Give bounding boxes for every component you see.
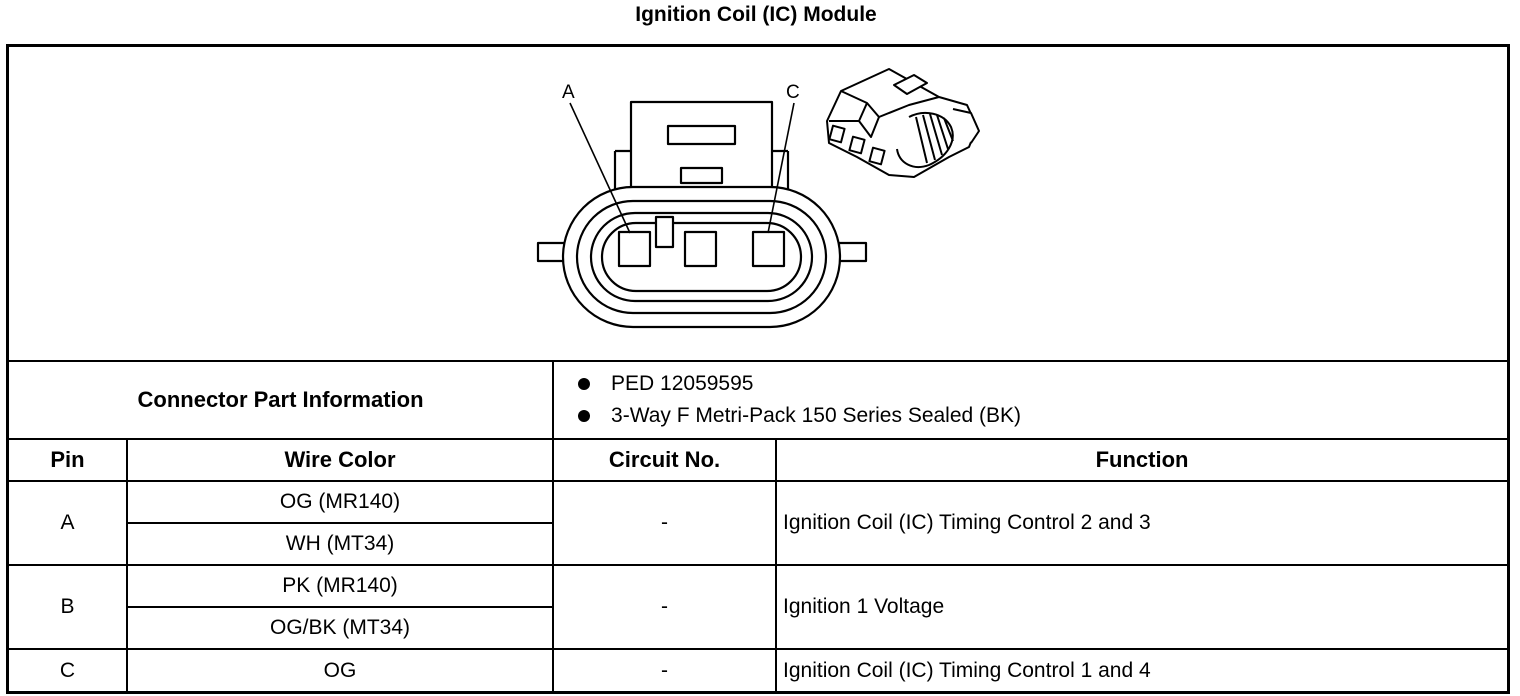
wire-color-cell: WH (MT34) — [127, 522, 554, 566]
table-row: C OG - Ignition Coil (IC) Timing Control… — [9, 648, 1508, 691]
wire-color-cell: PK (MR140) — [125, 564, 555, 608]
circuit-cell: - — [552, 564, 778, 650]
connector-info-values: PED 12059595 3-Way F Metri-Pack 150 Seri… — [552, 360, 1508, 440]
wire-color-cell: OG — [125, 648, 555, 691]
pin-cell: B — [9, 564, 128, 650]
wire-color-cell: OG (MR140) — [125, 480, 555, 524]
connector-info-label: Connector Part Information — [9, 360, 555, 440]
connector-info-row: Connector Part Information PED 12059595 … — [9, 360, 1508, 440]
circuit-cell: - — [552, 648, 778, 691]
pin-c-label: C — [786, 82, 800, 103]
wire-color-cell: OG/BK (MT34) — [127, 606, 554, 650]
header-circuit-no: Circuit No. — [552, 438, 778, 482]
header-wire-color: Wire Color — [125, 438, 555, 482]
pin-a-label: A — [562, 82, 575, 103]
connector-face-drawing: A C — [536, 68, 980, 329]
circuit-cell: - — [552, 480, 778, 566]
pin-cell: A — [9, 480, 128, 566]
table-row: B PK (MR140) - Ignition 1 Voltage — [9, 564, 1508, 650]
table-row: OG/BK (MT34) — [9, 606, 1507, 650]
pin-cell: C — [9, 648, 128, 691]
page-title: Ignition Coil (IC) Module — [635, 3, 877, 26]
connector-description: 3-Way F Metri-Pack 150 Series Sealed (BK… — [576, 400, 1507, 432]
table-row: WH (MT34) — [9, 522, 1507, 566]
table-header-row: Pin Wire Color Circuit No. Function — [9, 438, 1508, 482]
connector-part-number: PED 12059595 — [576, 368, 1507, 400]
function-cell: Ignition 1 Voltage — [775, 564, 1508, 650]
connector-illustration: A C — [9, 47, 1507, 360]
connector-sheet: A C Connecto — [6, 44, 1510, 694]
header-function: Function — [775, 438, 1508, 482]
connector-isometric-icon — [826, 68, 980, 178]
header-pin: Pin — [9, 438, 128, 482]
function-cell: Ignition Coil (IC) Timing Control 2 and … — [775, 480, 1508, 566]
function-cell: Ignition Coil (IC) Timing Control 1 and … — [775, 648, 1508, 691]
pinout-table: Connector Part Information PED 12059595 … — [9, 360, 1508, 691]
table-row: A OG (MR140) - Ignition Coil (IC) Timing… — [9, 480, 1508, 566]
